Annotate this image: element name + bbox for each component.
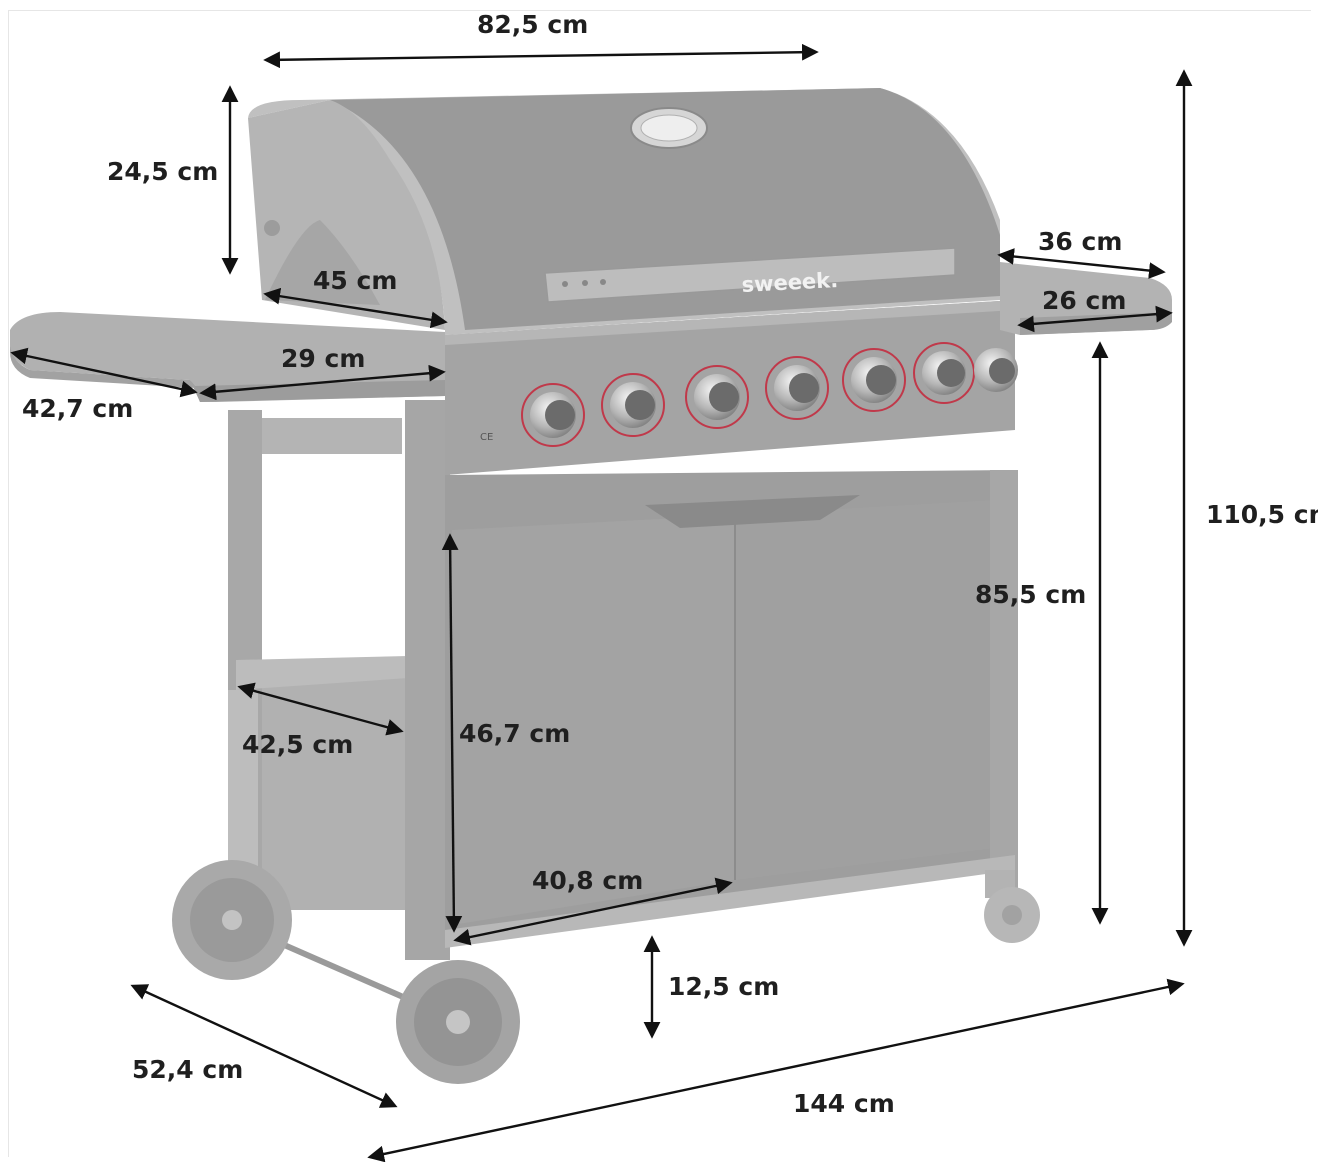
arrow-right-shelf-depth	[1017, 305, 1173, 333]
label-left-shelf-width: 29 cm	[281, 344, 365, 373]
arrow-right-shelf-width	[997, 248, 1166, 279]
control-panel: CE	[445, 300, 1018, 475]
label-ground-clearance: 12,5 cm	[668, 972, 779, 1001]
label-overall-width: 144 cm	[793, 1089, 895, 1118]
label-total-width: 82,5 cm	[477, 10, 588, 39]
knob-2-icon[interactable]	[601, 373, 665, 437]
label-lower-shelf-depth: 42,5 cm	[242, 730, 353, 759]
label-lid-height: 24,5 cm	[107, 157, 218, 186]
left-rear-wheel-icon	[172, 860, 292, 980]
knob-1-icon[interactable]	[521, 383, 585, 447]
arrow-left-shelf-depth	[10, 347, 198, 398]
arrow-cabinet-width	[453, 877, 733, 946]
dimension-labels: 82,5 cm 24,5 cm 45 cm 36 cm 26 cm 29 cm …	[22, 10, 1318, 1118]
label-total-height: 110,5 cm	[1206, 500, 1318, 529]
arrow-overall-depth	[130, 984, 398, 1108]
front-wheel-icon	[396, 960, 520, 1084]
brand-logo: sweeek.	[741, 268, 839, 297]
ce-mark: CE	[480, 432, 493, 443]
label-right-shelf-width: 36 cm	[1038, 227, 1122, 256]
cabinet	[445, 470, 1018, 948]
dimension-arrows	[10, 43, 1193, 1162]
knob-3-icon[interactable]	[685, 365, 749, 429]
label-lid-depth: 45 cm	[313, 266, 397, 295]
label-right-shelf-depth: 26 cm	[1042, 286, 1126, 315]
arrow-total-width	[263, 43, 819, 69]
label-overall-depth: 52,4 cm	[132, 1055, 243, 1084]
grill-lid: sweeek.	[248, 88, 1000, 335]
label-cabinet-height: 46,7 cm	[459, 719, 570, 748]
label-work-height: 85,5 cm	[975, 580, 1086, 609]
label-left-shelf-depth: 42,7 cm	[22, 394, 133, 423]
arrow-left-shelf-width	[199, 364, 446, 401]
arrow-lid-depth	[263, 287, 448, 329]
arrow-overall-width	[367, 978, 1185, 1162]
arrow-lower-shelf-depth	[237, 682, 404, 736]
arrow-cabinet-height	[441, 533, 463, 933]
knob-4-icon[interactable]	[765, 356, 829, 420]
label-cabinet-width: 40,8 cm	[532, 866, 643, 895]
caster-wheel-icon	[984, 870, 1040, 943]
lid-handle[interactable]	[544, 247, 956, 303]
knob-6-icon[interactable]	[913, 342, 975, 404]
thermometer-icon	[630, 107, 708, 149]
knob-side-burner-icon[interactable]	[974, 348, 1018, 392]
control-knobs	[521, 342, 1018, 447]
knob-5-icon[interactable]	[842, 348, 906, 412]
left-side-shelf	[10, 312, 445, 402]
